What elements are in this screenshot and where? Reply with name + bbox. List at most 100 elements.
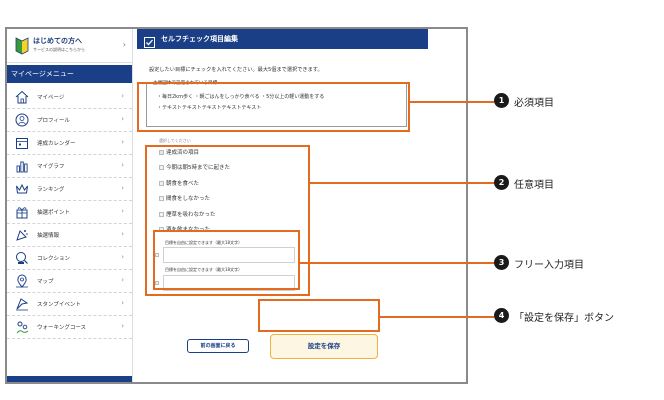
callout-label-4: 「設定を保存」ボタン <box>514 313 614 324</box>
sidebar-item-map[interactable]: マップ › <box>7 270 132 293</box>
required-highlight <box>137 82 410 132</box>
optional-goal-checkbox[interactable]: 今朝は朝5時までに起きた <box>159 163 230 171</box>
optional-goal-checkbox[interactable]: 煙草を吸わなかった <box>159 210 216 218</box>
callout-label-1: 必須項目 <box>514 98 554 109</box>
required-goals-line: ・テキストテキストテキストテキストテキスト <box>157 105 262 111</box>
sidebar-item-walking-course[interactable]: ウォーキングコース › <box>7 316 132 339</box>
profile-icon <box>15 113 29 127</box>
sidebar-item-profile[interactable]: プロフィール › <box>7 109 132 132</box>
callout-leader-1 <box>410 101 494 103</box>
callout-badge-3: 3 <box>494 255 509 270</box>
checkbox[interactable] <box>159 165 164 170</box>
free-goal-input[interactable] <box>163 247 295 263</box>
callout-label-3: フリー入力項目 <box>514 260 584 271</box>
map-pin-icon <box>15 274 29 288</box>
checkbox-icon <box>144 33 155 48</box>
sidebar-item-mypage[interactable]: マイページ › <box>7 86 132 109</box>
sidebar: はじめての方へ サービスの説明はこちらから › マイページメニュー マイページ … <box>7 29 133 382</box>
free-input-checkbox[interactable] <box>155 281 159 285</box>
chevron-right-icon: › <box>121 92 124 100</box>
sidebar-item-calendar[interactable]: 達成カレンダー › <box>7 132 132 155</box>
instruction-text: 設定したい目標にチェックを入れてください。最大5個まで選択できます。 <box>149 67 323 73</box>
free-goal-input[interactable] <box>163 275 295 291</box>
chevron-right-icon: › <box>121 276 124 284</box>
sidebar-item-label: コレクション <box>37 256 71 262</box>
chevron-right-icon: › <box>121 230 124 238</box>
sidebar-item-label: マップ <box>37 279 54 285</box>
house-icon <box>15 90 29 104</box>
optional-highlight <box>145 145 310 296</box>
graph-icon <box>15 159 29 173</box>
callout-leader-2 <box>310 182 494 184</box>
callout-badge-2: 2 <box>494 175 509 190</box>
collection-icon <box>15 251 29 265</box>
party-icon <box>15 228 29 242</box>
chevron-right-icon: › <box>122 40 126 49</box>
sidebar-item-lottery-info[interactable]: 抽選情報 › <box>7 224 132 247</box>
sidebar-item-label: プロフィール <box>37 118 70 124</box>
gift-icon <box>15 205 29 219</box>
sidebar-item-stamp-event[interactable]: スタンプイベント › <box>7 293 132 316</box>
optional-goal-label: 朝食を食べた <box>166 181 200 187</box>
optional-goal-checkbox[interactable]: 間食をしなかった <box>159 194 210 202</box>
optional-goal-label: 煙草を吸わなかった <box>166 212 216 218</box>
sidebar-item-label: ランキング <box>37 187 65 193</box>
chevron-right-icon: › <box>121 253 124 261</box>
calendar-icon <box>15 136 29 150</box>
callout-leader-3 <box>300 262 494 264</box>
flag-icon <box>15 297 29 311</box>
checkbox[interactable] <box>159 181 164 186</box>
chevron-right-icon: › <box>121 115 124 123</box>
save-settings-button[interactable]: 設定を保存 <box>270 334 378 359</box>
optional-goal-label: 間食をしなかった <box>166 196 211 202</box>
optional-goal-label: 達成済の項目 <box>166 150 200 156</box>
back-button[interactable]: 前の画面に戻る <box>187 339 249 353</box>
optional-goal-label: 今朝は朝5時までに起きた <box>166 165 231 171</box>
free-input-checkbox[interactable] <box>155 253 159 257</box>
walking-course-icon <box>15 320 29 334</box>
checkbox[interactable] <box>159 150 164 155</box>
sidebar-item-label: 抽選ポイント <box>37 210 71 216</box>
free-input-label: 目標を自由に設定できます（最大18文字） <box>165 240 243 245</box>
save-button-highlight <box>258 299 380 332</box>
chevron-right-icon: › <box>121 322 124 330</box>
select-label: 選択してください <box>159 138 191 143</box>
sidebar-item-label: ウォーキングコース <box>37 325 87 331</box>
required-goals-line: ・毎日2km歩く ・朝ごはんをしっかり食べる ・5分以上の軽い運動をする <box>157 94 325 100</box>
main-content: セルフチェック項目編集 設定したい目標にチェックを入れてください。最大5個まで選… <box>137 29 433 382</box>
optional-goal-checkbox[interactable]: 朝食を食べた <box>159 179 199 187</box>
sidebar-item-graph[interactable]: マイグラフ › <box>7 155 132 178</box>
checkbox[interactable] <box>159 212 164 217</box>
menu-list: マイページ › プロフィール › 達成カレンダー › <box>7 86 132 339</box>
chevron-right-icon: › <box>121 299 124 307</box>
callout-label-2: 任意項目 <box>514 180 554 191</box>
sidebar-item-collection[interactable]: コレクション › <box>7 247 132 270</box>
page-header: セルフチェック項目編集 <box>137 29 428 49</box>
device-frame: はじめての方へ サービスの説明はこちらから › マイページメニュー マイページ … <box>5 27 468 384</box>
optional-goal-checkbox[interactable]: 達成済の項目 <box>159 148 199 156</box>
sidebar-item-ranking[interactable]: ランキング › <box>7 178 132 201</box>
free-input-highlight <box>153 230 300 290</box>
callout-badge-1: 1 <box>494 93 509 108</box>
beginner-subtitle: サービスの説明はこちらから <box>33 47 85 52</box>
chevron-right-icon: › <box>121 138 124 146</box>
menu-header: マイページメニュー <box>7 65 132 83</box>
checkbox[interactable] <box>159 196 164 201</box>
page-title: セルフチェック項目編集 <box>161 35 238 43</box>
chevron-right-icon: › <box>121 161 124 169</box>
callout-leader-4 <box>380 316 494 318</box>
crown-icon <box>15 182 29 196</box>
sidebar-item-label: マイページ <box>37 95 65 101</box>
beginner-title: はじめての方へ <box>33 37 82 45</box>
sidebar-item-label: スタンプイベント <box>37 302 81 308</box>
sidebar-bottom-bar <box>7 376 132 382</box>
chevron-right-icon: › <box>121 184 124 192</box>
sidebar-item-lottery-points[interactable]: 抽選ポイント › <box>7 201 132 224</box>
beginner-guide-link[interactable]: はじめての方へ サービスの説明はこちらから › <box>7 29 132 63</box>
chevron-right-icon: › <box>121 207 124 215</box>
sidebar-item-label: マイグラフ <box>37 164 65 170</box>
free-input-label: 目標を自由に設定できます（最大18文字） <box>165 267 243 272</box>
sidebar-item-label: 抽選情報 <box>37 233 60 239</box>
callout-badge-4: 4 <box>494 308 509 323</box>
sidebar-item-label: 達成カレンダー <box>37 141 76 147</box>
